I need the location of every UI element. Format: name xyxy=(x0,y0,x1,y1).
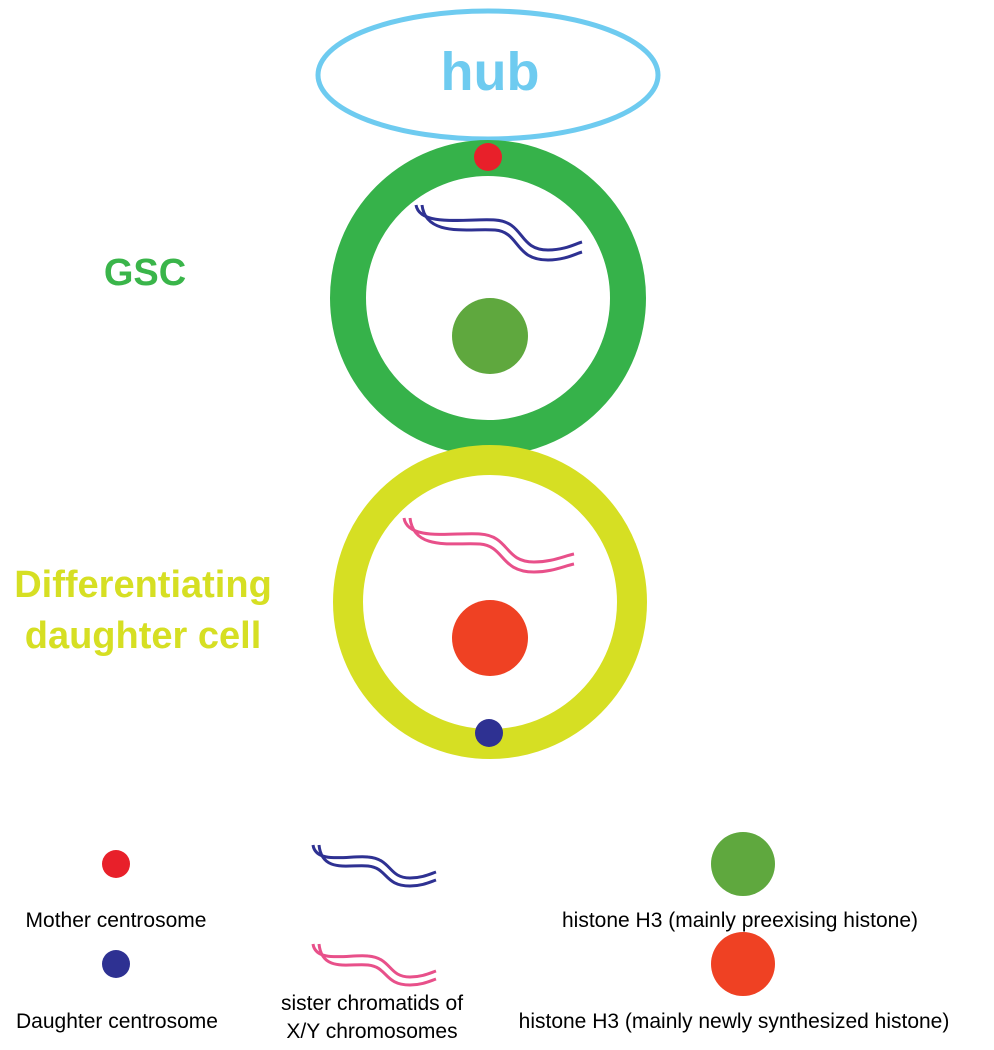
gsc-sister-chromatids xyxy=(414,204,583,262)
legend-histone-preexisting-swatch xyxy=(711,832,775,896)
gsc-cell-ring xyxy=(330,140,646,456)
gsc-histone-preexisting xyxy=(452,298,528,374)
daughter-histone-new xyxy=(452,600,528,676)
legend-daughter-centrosome-label: Daughter centrosome xyxy=(16,1010,218,1033)
hub-ellipse xyxy=(315,8,661,142)
legend-daughter-centrosome-swatch xyxy=(102,950,130,978)
gsc-mother-centrosome xyxy=(474,143,502,171)
legend-mother-centrosome-label: Mother centrosome xyxy=(26,909,207,932)
legend-sister-chromatids-line1: sister chromatids of xyxy=(281,992,463,1015)
legend-histone-preexisting-label: histone H3 (mainly preexising histone) xyxy=(562,909,918,932)
hub-label: hub xyxy=(441,42,540,102)
daughter-label-line1: Differentiating xyxy=(14,564,272,606)
legend-histone-new-swatch xyxy=(711,932,775,996)
legend-mother-centrosome-swatch xyxy=(102,850,130,878)
daughter-label-line2: daughter cell xyxy=(25,615,262,657)
daughter-centrosome-in-cell xyxy=(475,719,503,747)
legend-sister-chromatids-line2: X/Y chromosomes xyxy=(286,1020,457,1043)
legend-chromatid-gsc-swatch xyxy=(311,844,437,888)
legend-chromatid-daughter-swatch xyxy=(311,943,437,987)
legend-histone-new-label: histone H3 (mainly newly synthesized his… xyxy=(519,1010,950,1033)
gsc-label: GSC xyxy=(104,252,186,294)
daughter-sister-chromatids xyxy=(402,517,575,574)
